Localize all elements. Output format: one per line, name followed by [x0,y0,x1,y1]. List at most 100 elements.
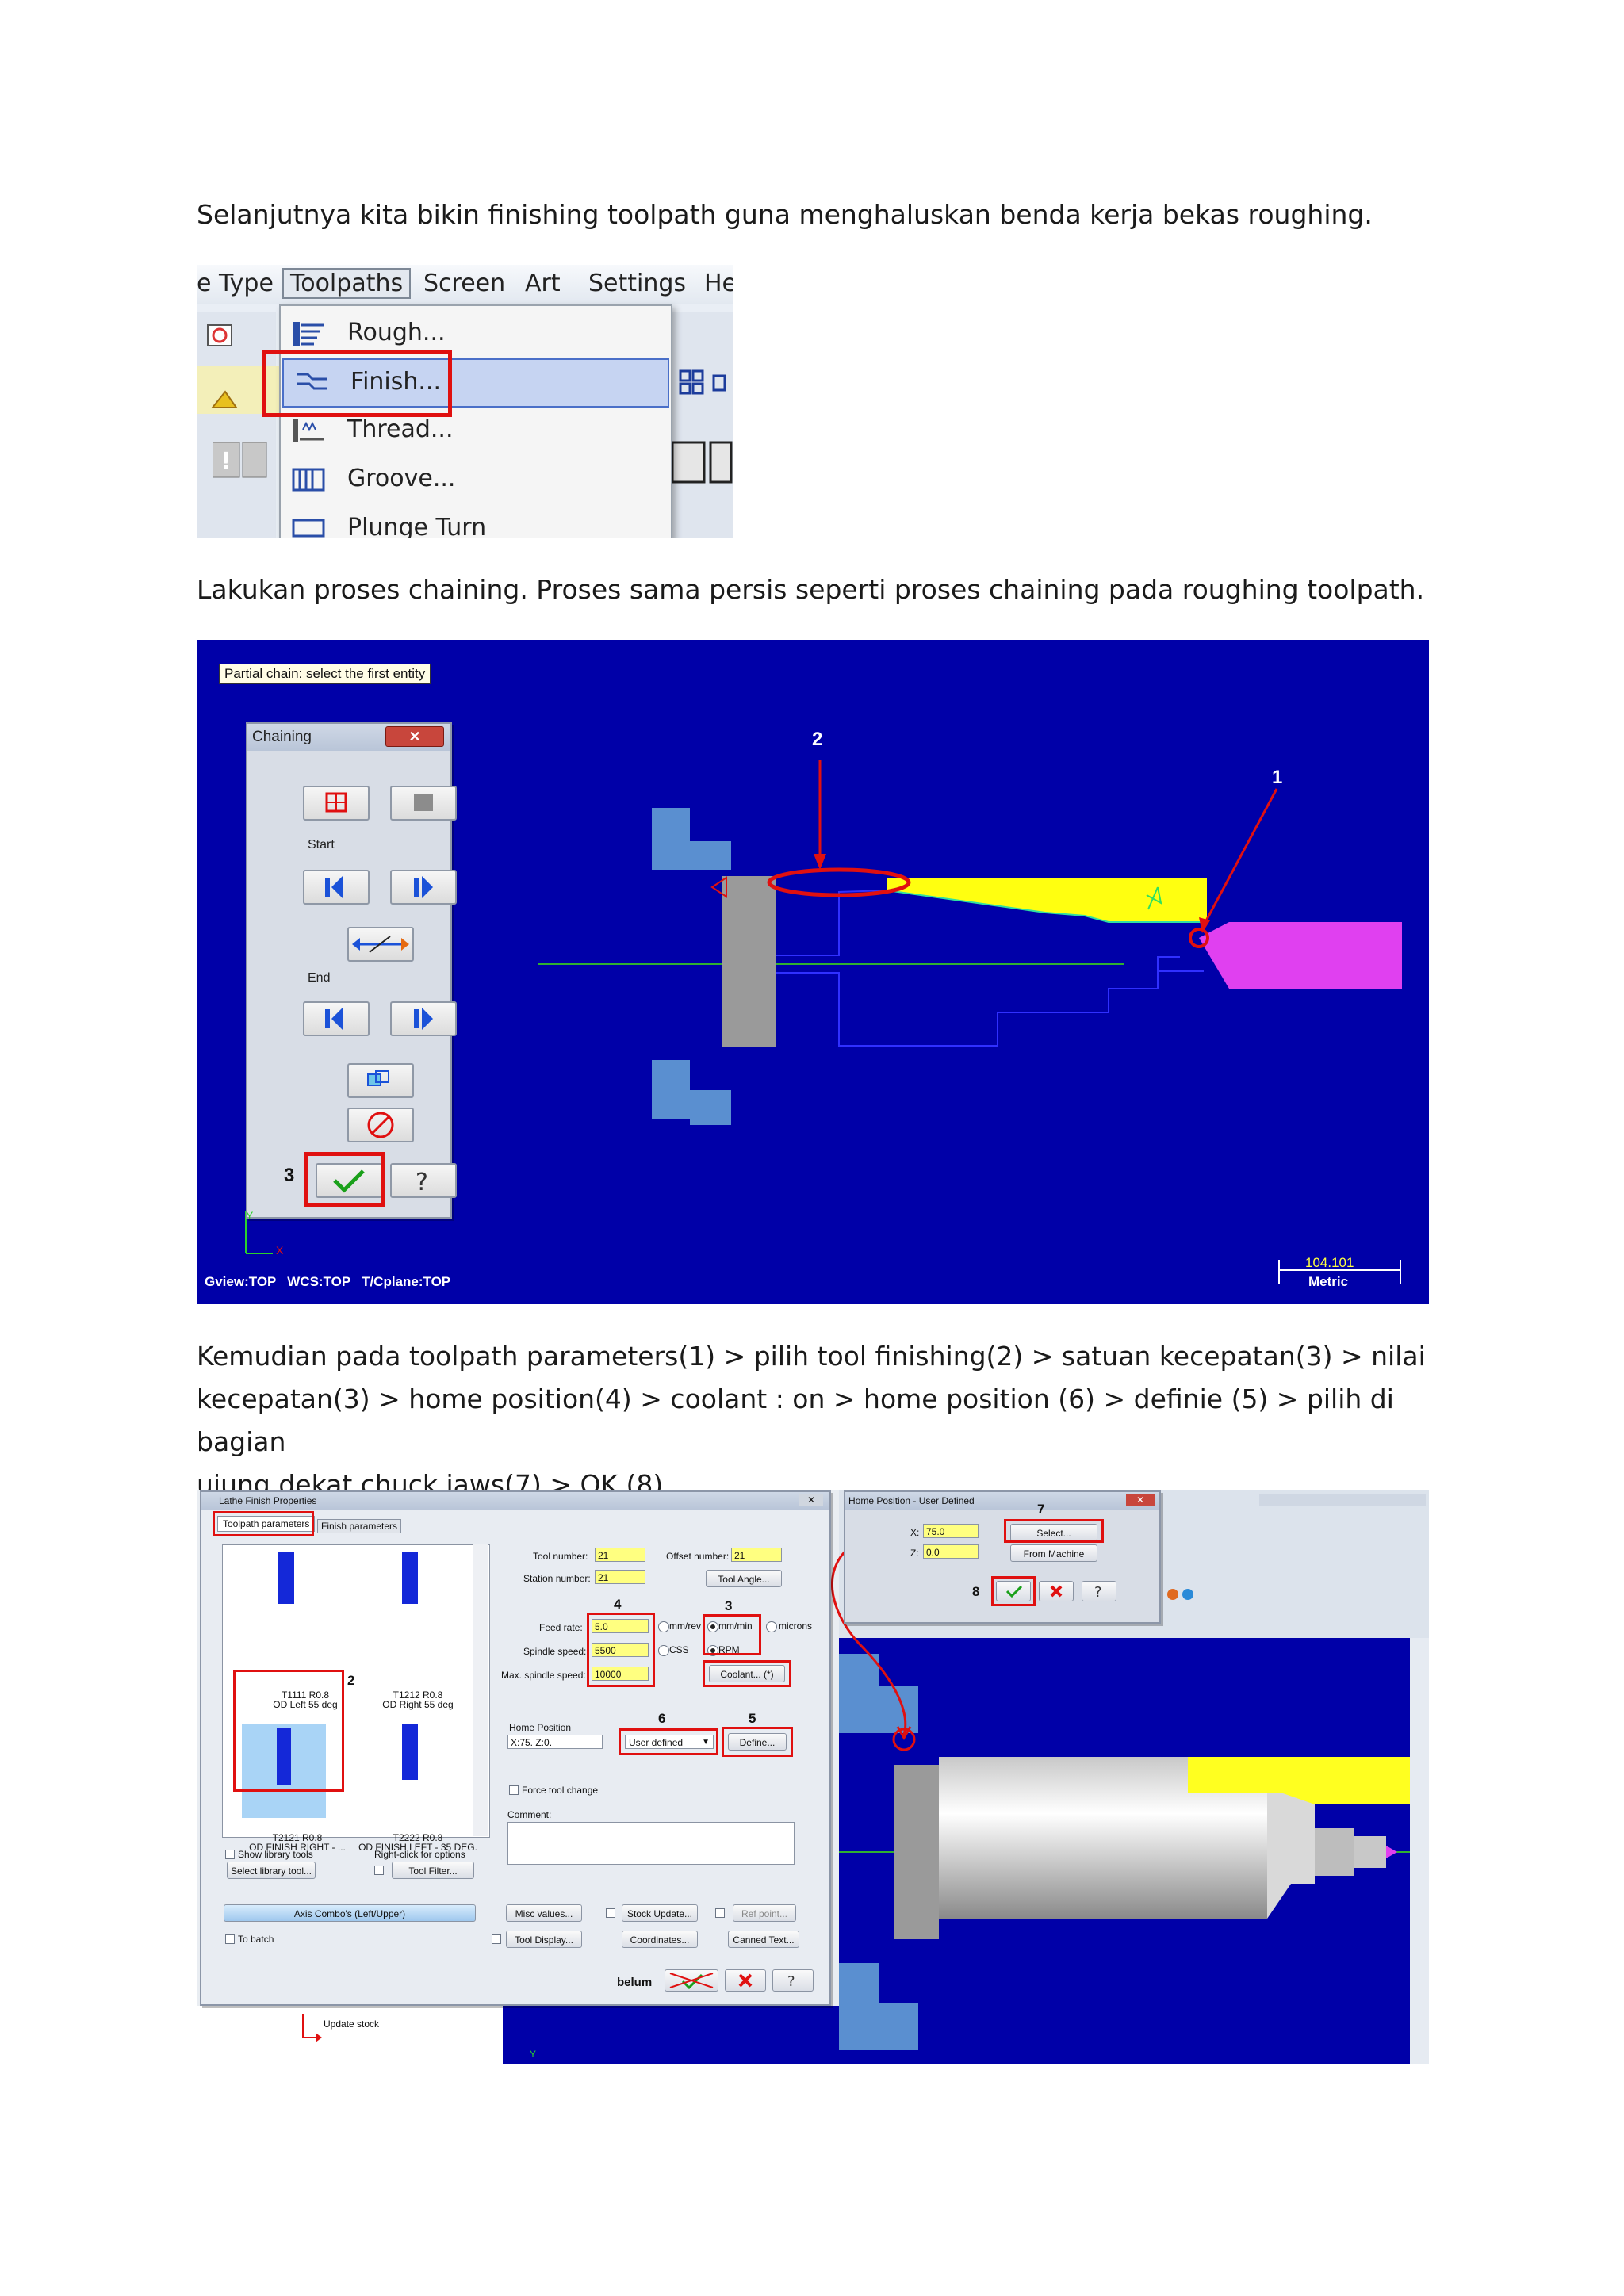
toolpaths-menu-screenshot: e Type Toolpaths Screen Art Settings He … [197,265,733,538]
stock-update-button[interactable]: Stock Update... [622,1904,698,1922]
toolbar-icon[interactable] [669,439,733,487]
define-button[interactable]: Define... [728,1733,787,1751]
tool-card-selected[interactable] [242,1724,326,1818]
tool-filter-button[interactable]: Tool Filter... [392,1862,474,1879]
menu-art[interactable]: Art [525,270,561,297]
spindle-speed-label: Spindle speed: [523,1646,587,1657]
home-z-field[interactable]: 0.0 [923,1544,979,1559]
home-position-label: Home Position [509,1722,572,1733]
offset-number-field[interactable]: 21 [731,1548,782,1562]
cancel-icon[interactable] [1039,1581,1074,1601]
misc-values-button[interactable]: Misc values... [506,1904,582,1922]
highlight-speeds [587,1613,655,1687]
menu-item-finish[interactable]: Finish... [282,358,669,408]
menu-screen[interactable]: Screen [423,270,506,297]
toolbar-icon[interactable]: ! [212,441,268,480]
help-icon[interactable]: ? [390,1163,457,1198]
tool-image [277,1728,291,1785]
tree-item-update-stock[interactable]: Update stock [324,2019,380,2030]
home-coords-field[interactable]: X:75. Z:0. [508,1735,603,1749]
start-label: Start [308,838,335,851]
station-number-field[interactable]: 21 [595,1570,645,1584]
menu-item-thread[interactable]: Thread... [281,408,671,457]
tool-desc: OD FINISH LEFT - 35 DEG. [358,1842,477,1853]
tool-id: T2222 R0.8 [393,1832,443,1843]
toolbar-icons[interactable] [1166,1587,1205,1601]
select-library-button[interactable]: Select library tool... [227,1862,316,1879]
tree-arrow-icon [302,2014,322,2042]
part-render [839,1654,1429,2050]
from-machine-button[interactable]: From Machine [1010,1544,1097,1562]
end-back-button[interactable] [303,1001,370,1036]
css-radio[interactable] [658,1645,669,1656]
menu-item-rough[interactable]: Rough... [281,311,671,360]
force-tool-change-checkbox[interactable] [509,1785,519,1795]
mm-min-radio[interactable] [707,1621,718,1632]
cancel-icon[interactable] [725,1969,766,1992]
right-click-hint: Right-click for options [374,1849,465,1860]
max-spindle-field[interactable]: 10000 [592,1667,649,1681]
menu-help[interactable]: He [704,270,733,297]
options-button[interactable] [347,1063,414,1098]
mm-rev-radio[interactable] [658,1621,669,1632]
help-icon[interactable]: ? [772,1969,814,1992]
tool-display-checkbox[interactable] [492,1934,501,1944]
menu-item-groove[interactable]: Groove... [281,457,671,506]
close-icon[interactable]: ✕ [799,1494,823,1506]
solid-mode-button[interactable] [390,786,457,821]
comment-textarea[interactable] [508,1822,795,1865]
ok-button[interactable] [996,1581,1031,1601]
annotation-6: 6 [658,1711,666,1726]
menu-item-plunge-turn[interactable]: Plunge Turn [281,506,671,538]
ok-button[interactable] [665,1969,718,1992]
grid-icon[interactable] [679,368,726,400]
coolant-button[interactable]: Coolant... (*) [709,1665,785,1682]
microns-radio[interactable] [766,1621,777,1632]
scrollbar[interactable] [473,1544,488,1836]
tab-finish-parameters[interactable]: Finish parameters [317,1519,402,1533]
lathe-finish-dialog: Lathe Finish Properties ✕ Toolpath param… [200,1490,831,2006]
end-forward-button[interactable] [390,1001,457,1036]
ok-button[interactable] [316,1163,382,1198]
annotation-2: 2 [347,1673,355,1688]
ref-point-checkbox[interactable] [715,1908,725,1918]
spindle-speed-field[interactable]: 5500 [592,1643,649,1657]
tool-angle-button[interactable]: Tool Angle... [706,1570,782,1587]
tool-filter-checkbox[interactable] [374,1866,384,1875]
menu-type[interactable]: e Type [197,270,274,297]
menu-settings[interactable]: Settings [588,270,687,297]
axis-x-label: X [276,1244,284,1257]
canned-text-button[interactable]: Canned Text... [728,1931,799,1948]
home-position-dialog: Home Position - User Defined ✕ X: 75.0 Z… [844,1490,1161,1624]
chain-mode-button[interactable] [303,786,370,821]
help-icon[interactable]: ? [1082,1581,1116,1601]
ref-point-button[interactable]: Ref point... [733,1904,796,1922]
start-forward-button[interactable] [390,870,457,905]
highlight-tool [233,1670,344,1792]
home-position-select[interactable]: User defined ▼ [625,1735,714,1749]
tab-toolpath-parameters[interactable]: Toolpath parameters [217,1516,316,1532]
tool-display-button[interactable]: Tool Display... [506,1931,582,1948]
cancel-chain-icon[interactable] [347,1108,414,1142]
to-batch-checkbox[interactable] [225,1934,235,1944]
home-x-field[interactable]: 75.0 [923,1524,979,1538]
reverse-button[interactable] [347,927,414,962]
close-icon[interactable]: ✕ [1126,1494,1155,1506]
stock-update-checkbox[interactable] [606,1908,615,1918]
close-icon[interactable]: ✕ [385,726,444,747]
start-back-button[interactable] [303,870,370,905]
right-toolbar [669,312,733,538]
groove-icon [292,465,325,495]
tool-number-field[interactable]: 21 [595,1548,645,1562]
coordinates-button[interactable]: Coordinates... [622,1931,698,1948]
feed-rate-field[interactable]: 5.0 [592,1619,649,1633]
menu-toolpaths[interactable]: Toolpaths [282,268,412,299]
menu-item-label: Thread... [347,415,454,443]
axis-combo-button[interactable]: Axis Combo's (Left/Upper) [224,1904,476,1922]
show-library-checkbox[interactable] [225,1850,235,1859]
toolbar-icon[interactable] [205,320,236,352]
toolbar-icon[interactable] [209,384,241,415]
toolpaths-dropdown: Rough... Finish... Thread... Groove... P… [279,304,672,538]
annotation-1: 1 [1272,767,1283,788]
annotation-3: 3 [725,1598,733,1613]
